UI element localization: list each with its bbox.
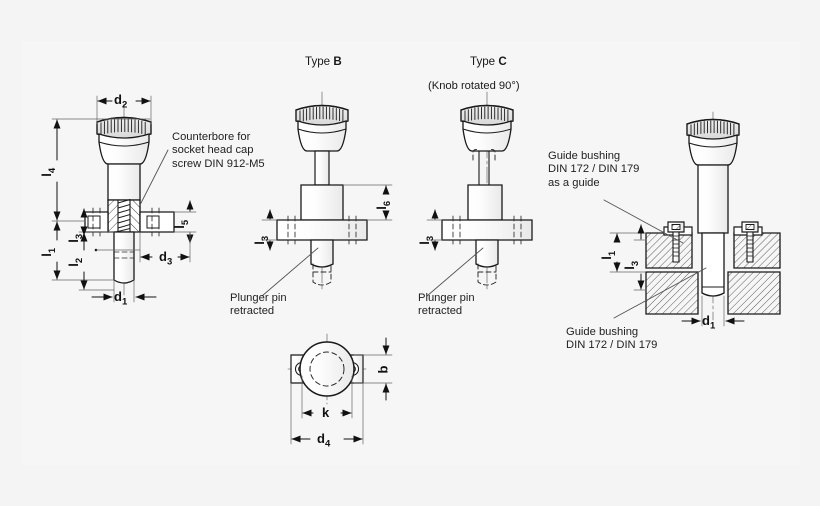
dim-label-d4: d4 [317, 431, 331, 450]
dim-label-d2: d2 [114, 92, 128, 111]
dim-label-l2: l2 [66, 257, 85, 267]
title-type-c-subtitle: (Knob rotated 90°) [428, 80, 520, 92]
dim-label-l1: l1 [39, 247, 58, 257]
type-b-view [261, 91, 393, 297]
annotation-plunger-pin-c: Plunger pin retracted [418, 292, 475, 318]
annotation-guide-bushing-as-guide: Guide bushing DIN 172 / DIN 179 as a gui… [548, 150, 640, 189]
annotation-guide-bushing: Guide bushing DIN 172 / DIN 179 [566, 326, 658, 352]
dim-label-b: b [375, 365, 391, 374]
annotation-counterbore: Counterbore for socket head cap screw DI… [172, 131, 265, 170]
type-a-section-view [51, 95, 197, 303]
dim-label-d1-assembly: d1 [702, 313, 716, 332]
dim-label-l3-c: l3 [417, 235, 436, 245]
dim-label-d1: d1 [114, 289, 128, 308]
dim-label-l6: l6 [374, 200, 393, 210]
dim-label-l4: l4 [39, 167, 58, 177]
dim-label-l1-assembly: l1 [599, 250, 618, 260]
bottom-view [287, 333, 393, 445]
assembly-view [603, 111, 781, 327]
dim-label-l3-b: l3 [252, 235, 271, 245]
dim-label-k: k [322, 405, 330, 420]
dim-label-l3-assembly: l3 [622, 260, 641, 270]
dim-label-l3: l3 [66, 233, 85, 243]
title-type-c: Type C [470, 55, 507, 68]
dim-label-d3: d3 [159, 249, 173, 268]
annotation-plunger-pin-b: Plunger pin retracted [230, 292, 287, 318]
title-type-b: Type B [305, 55, 342, 68]
type-c-view [426, 91, 533, 297]
dim-label-l5: l5 [172, 219, 191, 229]
